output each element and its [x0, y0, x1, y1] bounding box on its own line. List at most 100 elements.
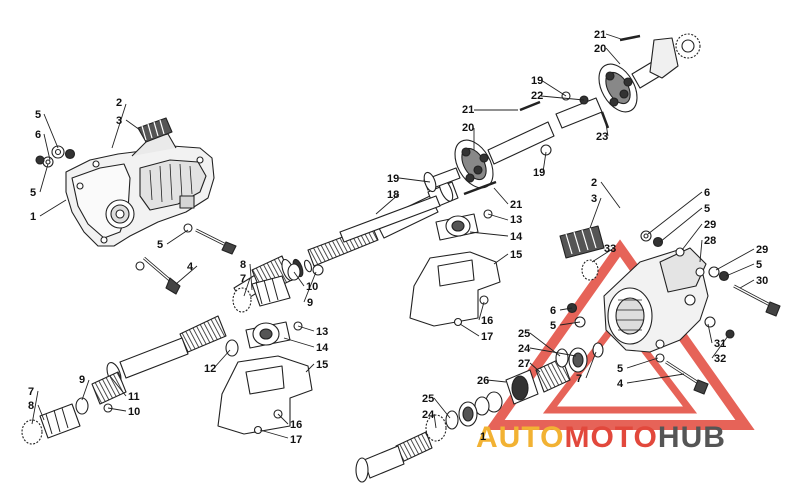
callout-22: 22 — [531, 90, 543, 102]
leader-line — [487, 213, 509, 221]
callout-5: 5 — [704, 203, 710, 215]
callout-28: 28 — [704, 235, 716, 247]
callout-32: 32 — [714, 353, 726, 365]
callout-16: 16 — [290, 419, 302, 431]
leader-line — [259, 429, 289, 439]
callout-5: 5 — [35, 109, 41, 121]
leader-line — [605, 123, 609, 137]
callout-13: 13 — [316, 326, 328, 338]
leader-line — [659, 207, 703, 243]
leader-line — [699, 239, 703, 263]
leader-line — [175, 265, 198, 285]
callout-23: 23 — [596, 131, 608, 143]
callout-4: 4 — [617, 378, 624, 390]
callout-27: 27 — [518, 358, 530, 370]
leader-line — [493, 187, 509, 205]
callout-20: 20 — [462, 122, 474, 134]
callout-26: 26 — [477, 375, 489, 387]
leader-line — [39, 199, 67, 217]
leader-line — [529, 362, 541, 373]
leader-line — [107, 407, 127, 412]
pinion-bearing-stack — [425, 342, 604, 442]
callout-25: 25 — [518, 328, 530, 340]
leader-line — [433, 413, 437, 429]
watermark-hub: HUB — [658, 421, 726, 454]
callout-7: 7 — [28, 386, 34, 398]
rear-bolt-4 — [655, 353, 709, 395]
rear-boot — [559, 225, 605, 281]
leader-line — [37, 404, 45, 421]
leader-line — [739, 279, 755, 289]
callout-17: 17 — [481, 331, 493, 343]
callout-labels: 2 3 5 6 5 1 5 4 8 7 10 9 19 18 21 20 19 … — [28, 29, 768, 446]
leader-line — [43, 113, 59, 149]
callout-21: 21 — [462, 104, 474, 116]
leader-line — [249, 263, 253, 291]
leader-line — [166, 229, 189, 245]
leader-line — [559, 321, 581, 326]
leader-line — [398, 177, 431, 183]
leader-line — [711, 335, 729, 359]
leader-line — [605, 33, 625, 41]
callout-19: 19 — [387, 173, 399, 185]
callout-1: 1 — [30, 211, 36, 223]
callout-20: 20 — [594, 43, 606, 55]
callout-5: 5 — [550, 320, 556, 332]
watermark-logo: AUTOMOTOHUB — [476, 239, 755, 454]
callout-21: 21 — [510, 199, 522, 211]
leader-line — [540, 79, 567, 97]
callout-14: 14 — [316, 342, 329, 354]
leader-line — [486, 379, 507, 383]
callout-13: 13 — [510, 214, 522, 226]
callout-3: 3 — [591, 193, 597, 205]
leader-line — [303, 271, 317, 303]
leader-line — [647, 191, 703, 235]
coupler-disc-left — [454, 100, 555, 196]
callout-14: 14 — [510, 231, 523, 243]
leader-line — [111, 103, 127, 149]
callout-11: 11 — [128, 391, 140, 403]
leader-line — [542, 151, 547, 173]
callout-9: 9 — [307, 297, 313, 309]
leader-line — [125, 119, 141, 131]
callout-1: 1 — [480, 431, 486, 443]
callout-5: 5 — [157, 239, 163, 251]
watermark-text: AUTOMOTOHUB — [476, 421, 726, 454]
leader-line — [493, 253, 509, 265]
leader-line — [529, 347, 577, 357]
watermark-moto: MOTO — [564, 421, 657, 454]
housing-bolt — [135, 256, 181, 295]
carrier-bearing-lower — [217, 321, 313, 435]
callout-31: 31 — [714, 338, 726, 350]
callout-16: 16 — [481, 315, 493, 327]
callout-4: 4 — [187, 261, 194, 273]
callout-10: 10 — [128, 406, 140, 418]
rear-gearcase-housing — [603, 247, 709, 353]
leader-line — [626, 373, 685, 384]
callout-2: 2 — [591, 177, 597, 189]
coupler-disc-right — [555, 33, 701, 129]
leader-line — [43, 133, 51, 161]
callout-24: 24 — [518, 343, 531, 355]
leader-line — [715, 248, 755, 271]
callout-5: 5 — [617, 363, 623, 375]
boot-clamp-lower — [21, 397, 113, 445]
callout-29: 29 — [756, 244, 768, 256]
leader-line — [559, 307, 573, 311]
callout-10: 10 — [306, 281, 318, 293]
leader-line — [591, 247, 615, 263]
rear-washer-set — [640, 230, 730, 282]
callout-19: 19 — [531, 75, 543, 87]
carrier-bearing-upper — [409, 209, 501, 327]
front-boot — [137, 117, 173, 143]
lower-drive-shaft — [91, 315, 239, 405]
leader-line — [31, 390, 39, 425]
leader-line — [243, 277, 251, 297]
callout-5: 5 — [30, 187, 36, 199]
leader-line — [277, 413, 289, 425]
callout-3: 3 — [116, 115, 122, 127]
leader-line — [725, 263, 755, 277]
front-gearcase-housing — [65, 133, 215, 247]
callout-24: 24 — [422, 409, 435, 421]
callout-6: 6 — [704, 187, 710, 199]
